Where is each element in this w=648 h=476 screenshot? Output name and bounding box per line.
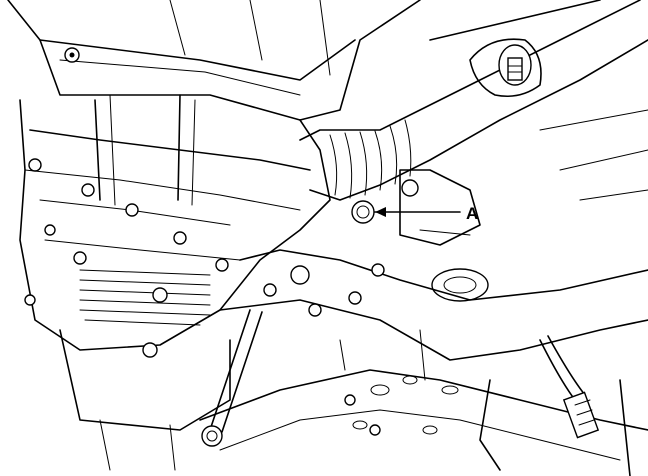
upper-right-mount	[429, 0, 648, 201]
lower-subframe	[199, 249, 648, 461]
bolt-icon	[344, 394, 356, 406]
bolt-icon	[73, 251, 87, 265]
bolt-icon	[152, 287, 168, 303]
bolt-icon	[215, 258, 229, 272]
drive-shaft	[299, 0, 648, 201]
drain-plug-a: A	[351, 200, 478, 224]
bolt-icon	[44, 224, 56, 236]
bolt-icon	[290, 265, 310, 285]
link-rod	[201, 309, 263, 447]
bolt-icon	[263, 283, 277, 297]
bolt-icon	[401, 179, 419, 197]
bolt-icon	[142, 342, 158, 358]
bolt-icon	[371, 263, 385, 277]
bolt-icon	[24, 294, 36, 306]
bolt-icon	[125, 203, 139, 217]
bolt-icon	[173, 231, 187, 245]
wiring-harness	[479, 335, 631, 476]
bolt-icon	[369, 424, 381, 436]
upper-frame	[7, 0, 421, 121]
bolt-icon	[348, 291, 362, 305]
callout-label: A	[466, 204, 478, 223]
bolt-icon	[308, 303, 322, 317]
transaxle-housing	[19, 94, 331, 471]
bolt-icon	[81, 183, 95, 197]
bolt-icon	[28, 158, 42, 172]
knuckle-area	[399, 169, 489, 302]
